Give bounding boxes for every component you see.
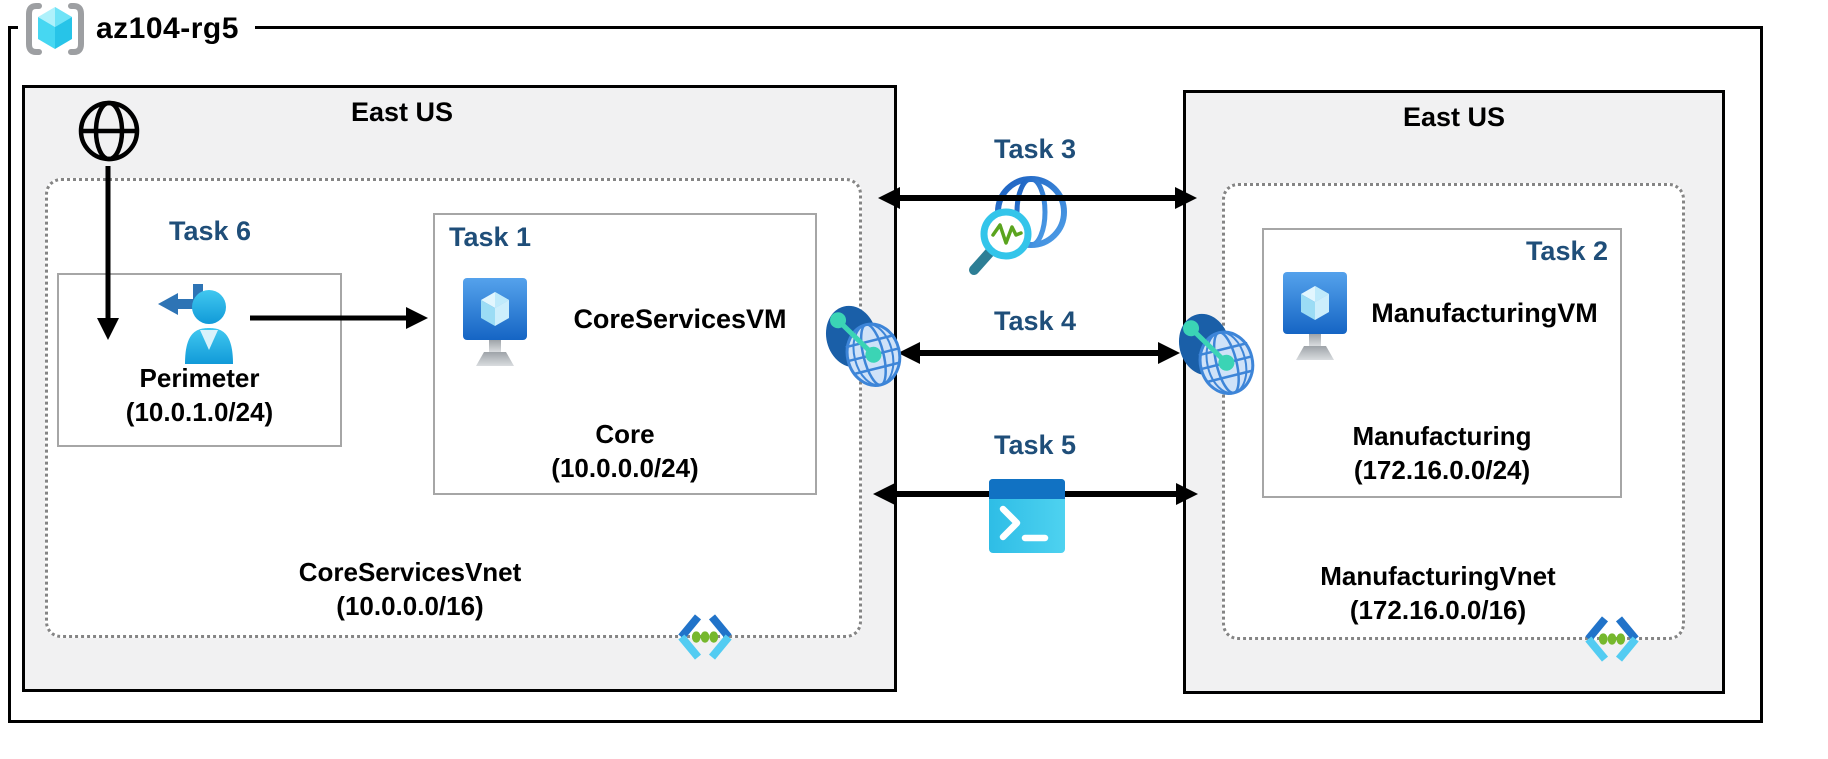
task2-label: Task 2: [1525, 236, 1608, 266]
resource-group-name: az104-rg5: [96, 12, 239, 45]
coreservices-vnet-name: CoreServicesVnet: [298, 557, 522, 587]
core-subnet-cidr: (10.0.0.0/24): [551, 452, 699, 483]
internet-globe-icon: [76, 98, 142, 165]
manufacturing-vnet-label: ManufacturingVnet (172.16.0.0/16): [1238, 560, 1638, 628]
region-title-right: East US: [1402, 102, 1506, 132]
coreservices-vm-name: CoreServicesVM: [573, 304, 787, 334]
perimeter-cidr: (10.0.1.0/24): [125, 396, 274, 427]
coreservices-vnet-label: CoreServicesVnet (10.0.0.0/16): [210, 556, 610, 624]
core-subnet-name: Core: [595, 419, 655, 449]
manufacturing-vm-name: ManufacturingVM: [1371, 298, 1598, 328]
task1-label: Task 1: [449, 222, 532, 252]
virtual-network-icon: [677, 612, 733, 662]
resource-group-header: az104-rg5: [18, 0, 255, 58]
manufacturing-vnet-cidr: (172.16.0.0/16): [1349, 594, 1527, 625]
task4-label: Task 4: [993, 306, 1077, 336]
manufacturing-subnet-cidr: (172.16.0.0/24): [1353, 454, 1531, 485]
manufacturing-subnet-label: Manufacturing (172.16.0.0/24): [1262, 420, 1622, 488]
coreservices-vnet-cidr: (10.0.0.0/16): [336, 590, 484, 621]
virtual-machine-icon: [463, 278, 527, 376]
core-subnet-label: Core (10.0.0.0/24): [433, 418, 817, 486]
region-title-left: East US: [350, 97, 454, 127]
manufacturing-vnet-name: ManufacturingVnet: [1320, 561, 1556, 591]
virtual-machine-icon: [1283, 272, 1347, 370]
task6-label: Task 6: [168, 216, 252, 246]
resource-group-icon: [24, 1, 86, 57]
perimeter-name: Perimeter: [139, 363, 260, 393]
virtual-network-icon: [1584, 614, 1640, 664]
perimeter-subnet-label: Perimeter (10.0.1.0/24): [57, 362, 342, 430]
task5-label: Task 5: [993, 430, 1077, 460]
task3-label: Task 3: [993, 134, 1077, 164]
manufacturing-subnet-name: Manufacturing: [1352, 421, 1532, 451]
user-signin-icon: [152, 278, 240, 366]
